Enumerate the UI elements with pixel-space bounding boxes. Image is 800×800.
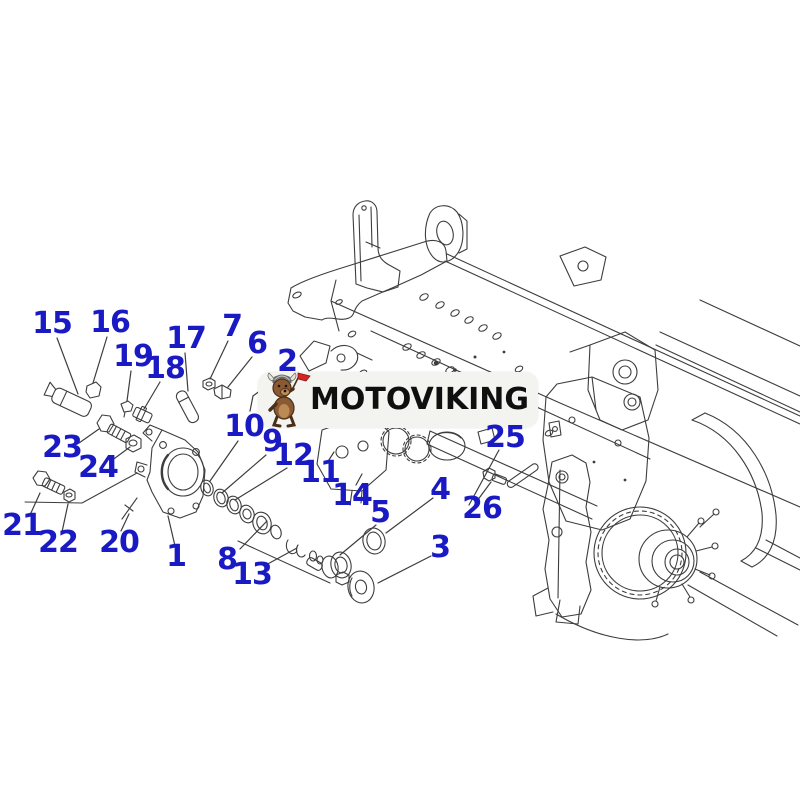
callout-17: 17 — [166, 321, 207, 356]
callout-16: 16 — [90, 305, 131, 340]
rear-bracket — [424, 205, 468, 263]
leader-line-17 — [184, 352, 189, 392]
callout-25: 25 — [485, 420, 526, 455]
callout-23: 23 — [42, 430, 83, 465]
leader-line-19 — [126, 370, 132, 402]
leader-line-22 — [61, 503, 69, 533]
callout-6: 6 — [247, 326, 268, 361]
fender — [691, 412, 800, 571]
callout-24: 24 — [78, 450, 119, 485]
linkage — [299, 340, 477, 372]
callout-13: 13 — [232, 557, 273, 592]
leader-line-10 — [209, 440, 239, 482]
viking-dog-mascot-icon — [267, 372, 311, 428]
leader-line-21 — [29, 492, 41, 516]
callout-9: 9 — [262, 424, 283, 459]
motor-mount — [542, 331, 659, 531]
callout-21: 21 — [2, 508, 43, 543]
leader-line-14 — [355, 473, 363, 486]
chassis-frame — [330, 246, 800, 641]
leader-line-13 — [263, 547, 298, 567]
leader-line-11 — [326, 451, 335, 464]
callout-5: 5 — [370, 495, 391, 530]
callout-19: 19 — [113, 339, 154, 374]
leader-line-24 — [110, 446, 131, 462]
leader-line-16 — [92, 336, 108, 384]
leader-line-1 — [167, 515, 176, 547]
leader-line-4 — [385, 497, 434, 534]
callout-18: 18 — [145, 351, 186, 386]
leader-line-5 — [339, 524, 377, 556]
callout-10: 10 — [224, 409, 265, 444]
leader-line-23 — [78, 428, 100, 444]
callout-14: 14 — [332, 478, 373, 513]
callout-26: 26 — [462, 491, 503, 526]
callout-20: 20 — [99, 525, 140, 560]
callout-3: 3 — [430, 530, 451, 565]
watermark-brand-text: MOTOVIKING — [310, 381, 530, 417]
leader-line-9 — [221, 454, 267, 494]
callout-1: 1 — [166, 539, 187, 574]
leader-line-20 — [120, 513, 130, 532]
leader-line-26 — [476, 481, 492, 502]
leader-line-8 — [239, 520, 268, 550]
callout-4: 4 — [430, 472, 451, 507]
callout-8: 8 — [217, 542, 238, 577]
bracket-post — [352, 200, 401, 293]
leader-line-7 — [209, 340, 229, 380]
callout-11: 11 — [300, 455, 341, 490]
callout-15: 15 — [32, 306, 73, 341]
callout-7: 7 — [222, 309, 243, 344]
leader-line-6 — [227, 356, 253, 388]
leader-line-15 — [56, 337, 79, 395]
ring-chain — [200, 479, 386, 604]
callout-22: 22 — [38, 525, 79, 560]
leader-line-3 — [377, 555, 432, 584]
leader-line-25 — [468, 449, 500, 506]
leader-line-12 — [234, 467, 288, 501]
leader-line-18 — [143, 381, 161, 410]
pump-cover — [24, 424, 206, 519]
callout-2: 2 — [277, 344, 298, 379]
axle-hub — [532, 454, 720, 625]
watermark-banner: MOTOVIKING — [258, 372, 538, 428]
callout-12: 12 — [273, 438, 314, 473]
